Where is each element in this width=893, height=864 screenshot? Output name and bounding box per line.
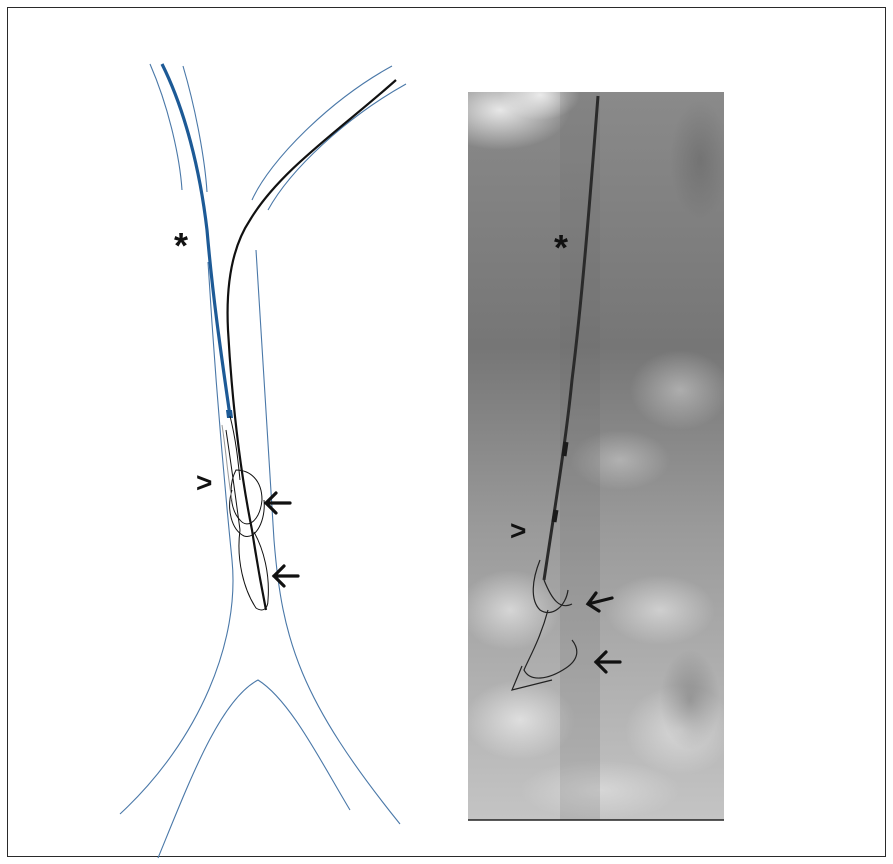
vessel-bifurcation: [158, 680, 350, 858]
vessel-wall-trunk-left: [120, 262, 233, 814]
asterisk-label: *: [554, 227, 568, 268]
dark-region: [660, 650, 720, 750]
schematic-panel: * >: [120, 64, 406, 858]
filter-device: [226, 416, 268, 610]
arrow-icon: [266, 493, 290, 513]
vessel-wall-trunk-right: [256, 250, 400, 824]
arrowhead-label: >: [510, 515, 526, 546]
dark-region: [670, 100, 730, 220]
arrowhead-label: >: [196, 467, 212, 498]
asterisk-label: *: [174, 225, 188, 266]
bowel-shadow: [465, 680, 575, 760]
guide-wire: [228, 80, 396, 610]
bowel-shadow: [605, 575, 715, 645]
arrow-icon: [274, 566, 298, 586]
vessel-wall-right-outer: [252, 66, 392, 200]
fluoroscopy-panel: * >: [430, 70, 735, 820]
bowel-shadow: [630, 350, 730, 430]
vessel-outline: [120, 64, 406, 858]
catheter-tip: [226, 410, 233, 418]
vessel-wall-left-outer: [150, 64, 182, 190]
